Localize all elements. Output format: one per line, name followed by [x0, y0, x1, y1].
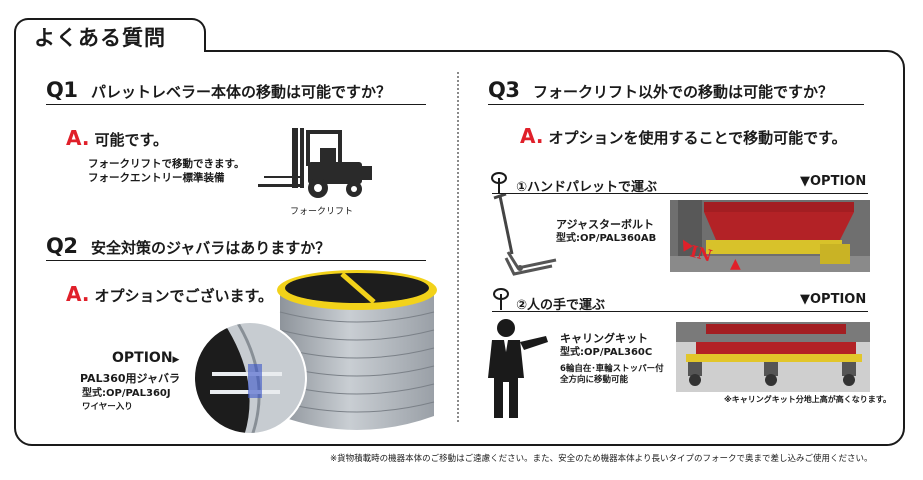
pallet-handle-icon: [490, 172, 508, 198]
forklift-icon: [258, 128, 372, 198]
q1-answer-text: 可能です。: [94, 131, 169, 149]
arrow-up-icon: ▲: [730, 256, 741, 272]
q3-answer-text: オプションを使用することで移動可能です。: [548, 129, 847, 147]
q1-heading: Q1 パレットレベラー本体の移動は可能ですか？: [46, 78, 391, 102]
method1-option: ▼OPTION: [800, 174, 867, 189]
bellows-closeup-image: [193, 321, 307, 435]
q3-heading: Q3 フォークリフト以外での移動は可能ですか？: [488, 78, 833, 102]
forklift-caption: フォークリフト: [290, 207, 354, 217]
bellows-cover-image: [277, 270, 437, 430]
q1-answer: A. 可能です。: [66, 126, 168, 150]
method2-option: ▼OPTION: [800, 292, 867, 307]
q2-heading: Q2 安全対策のジャバラはありますか？: [46, 234, 330, 258]
method2-photo-note: ※キャリングキット分地上高が高くなります。: [724, 395, 891, 404]
q1-detail-2: フォークエントリー標準装備: [88, 172, 225, 184]
q1-number: Q1: [46, 78, 78, 102]
play-arrow-icon: ▶: [172, 355, 180, 365]
method1-underline: [492, 193, 868, 194]
hand-pallet-truck-image: [493, 194, 557, 276]
page-title: よくある質問: [34, 26, 166, 50]
pallet-handle-icon: [492, 288, 510, 314]
q2-question: 安全対策のジャバラはありますか？: [91, 239, 331, 257]
method2-product: キャリングキット: [560, 332, 648, 345]
q3-number: Q3: [488, 78, 520, 102]
q2-answer-text: オプションでございます。: [94, 287, 274, 305]
method1-model: 型式:OP/PAL360AB: [556, 233, 657, 244]
faq-tab: [14, 18, 206, 52]
method2-underline: [492, 311, 868, 312]
q2-answer-letter: A.: [66, 282, 90, 306]
q2-option-label: OPTION: [112, 350, 173, 366]
q2-option: OPTION▶: [112, 350, 179, 366]
person-icon: [488, 319, 548, 418]
q2-answer: A. オプションでございます。: [66, 282, 273, 306]
method1-title: ①ハンドパレットで運ぶ: [516, 180, 658, 195]
q1-detail-1: フォークリフトで移動できます。: [88, 158, 245, 170]
q1-underline: [46, 104, 426, 105]
q1-answer-letter: A.: [66, 126, 90, 150]
q2-product: PAL360用ジャバラ: [80, 372, 180, 385]
column-divider: [457, 72, 459, 422]
q1-details: フォークリフトで移動できます。 フォークエントリー標準装備: [88, 157, 244, 185]
q1-question: パレットレベラー本体の移動は可能ですか？: [91, 83, 392, 101]
q2-note: ワイヤー入り: [82, 402, 133, 412]
q2-model: 型式:OP/PAL360J: [82, 388, 171, 399]
q3-answer: A. オプションを使用することで移動可能です。: [520, 124, 847, 148]
method2-detail-1: 6輪自在･車輪ストッパー付: [560, 364, 664, 374]
q2-number: Q2: [46, 234, 78, 258]
method2-detail-2: 全方向に移動可能: [560, 375, 629, 385]
q3-question: フォークリフト以外での移動は可能ですか？: [533, 83, 834, 101]
adjuster-bolt-photo: [670, 200, 870, 272]
method2-title: ②人の手で運ぶ: [516, 298, 606, 313]
q3-underline: [488, 104, 864, 105]
q2-underline: [46, 260, 426, 261]
q3-answer-letter: A.: [520, 124, 544, 148]
method2-model: 型式:OP/PAL360C: [560, 347, 653, 358]
carrying-kit-photo: [676, 322, 870, 392]
footer-note: ※貨物積載時の機器本体のご移動はご遠慮ください。また、安全のため機器本体より長い…: [330, 454, 873, 464]
method1-product: アジャスターボルト: [556, 218, 655, 231]
